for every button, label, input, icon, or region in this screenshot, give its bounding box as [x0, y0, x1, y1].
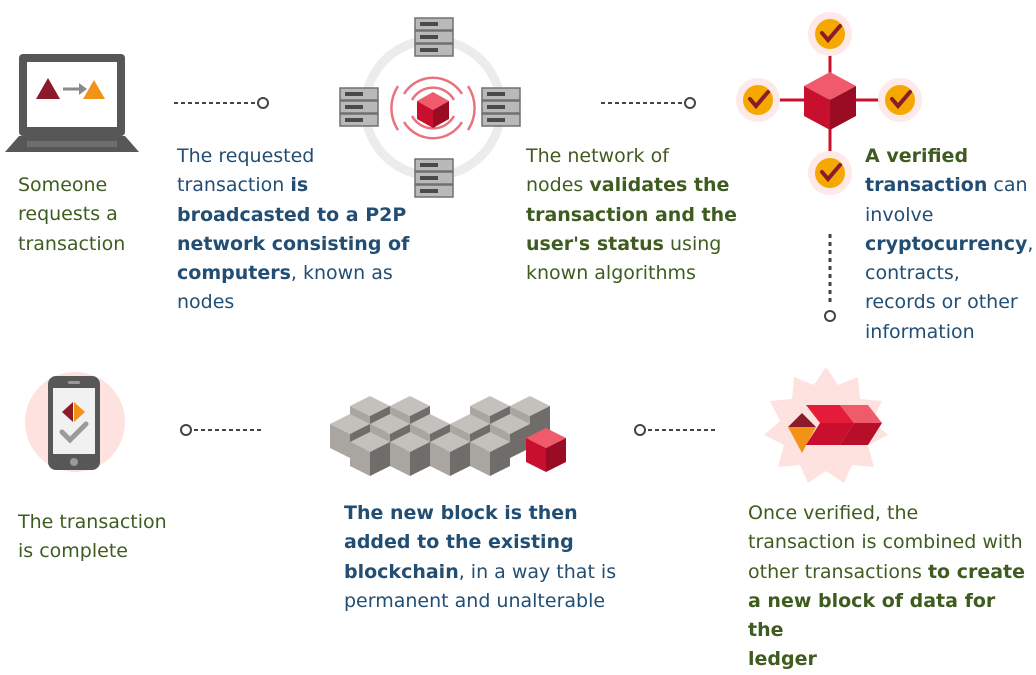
step5-text: Once verified, the transaction is combin… [748, 502, 1025, 671]
step6-text: The new block is then added to the exist… [344, 502, 617, 612]
verified-checks-icon [736, 12, 922, 195]
connector-4 [180, 424, 262, 436]
step2-text: The requested transaction is broadcasted… [177, 145, 410, 314]
connector-2 [601, 97, 696, 109]
laptop-icon [5, 54, 139, 152]
connector-3 [824, 234, 836, 322]
connector-5 [634, 424, 716, 436]
block-logo-icon [764, 367, 888, 483]
connector-1 [174, 97, 269, 109]
step7-text: The transaction is complete [18, 511, 167, 563]
step3-text: The network of nodes validates the trans… [526, 145, 738, 285]
smartphone-check-icon [25, 372, 125, 472]
server-network-icon [339, 17, 521, 198]
blockchain-cubes-icon [330, 396, 566, 476]
step4-text: A verified transaction can involve crypt… [865, 145, 1034, 343]
step1-text: Someone requests a transaction [18, 174, 126, 255]
